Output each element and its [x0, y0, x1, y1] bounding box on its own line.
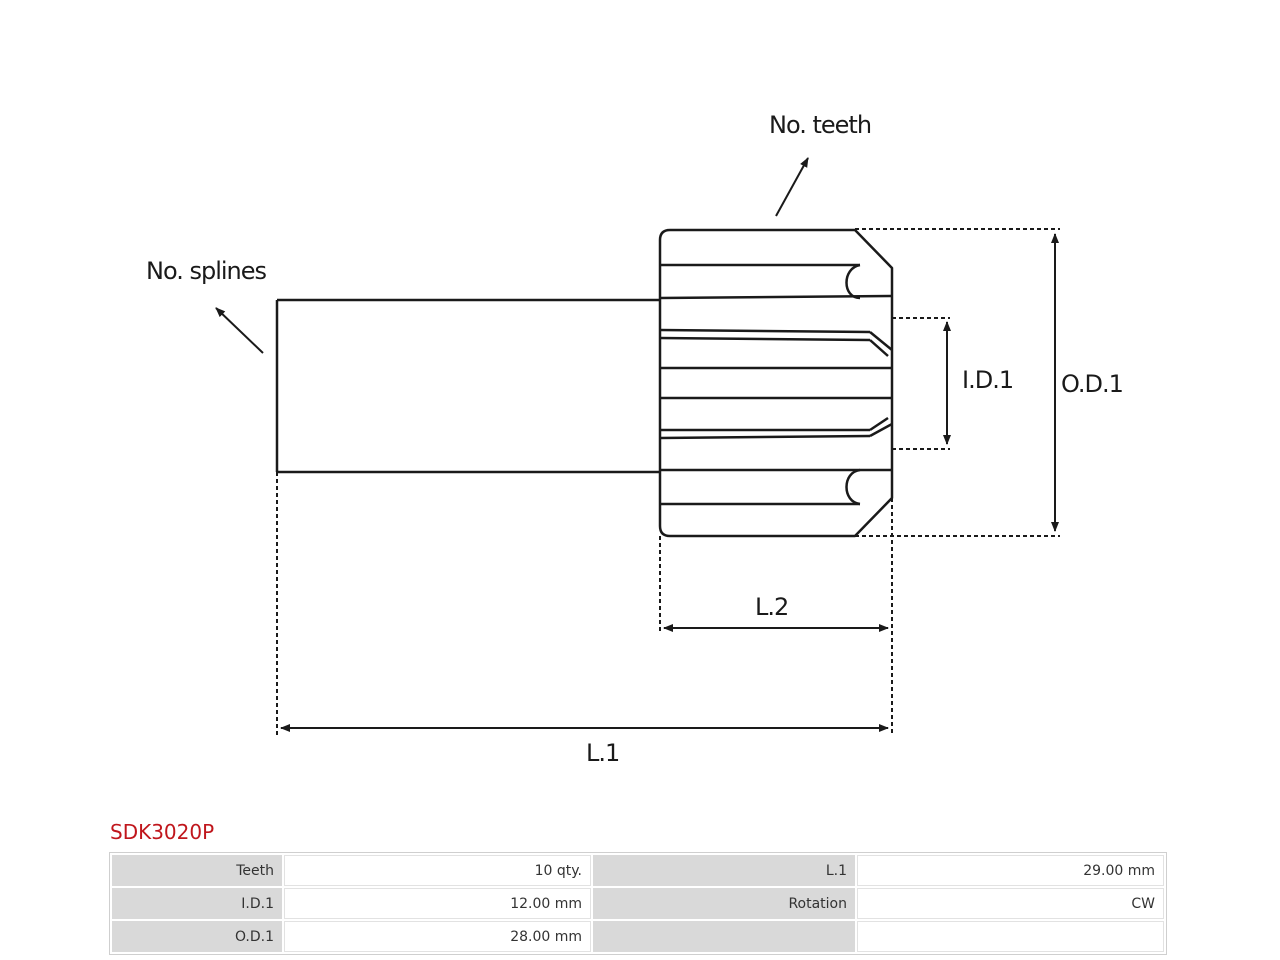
product-code: SDK3020P [110, 820, 215, 844]
table-row: O.D.1 28.00 mm [112, 921, 1164, 952]
spec-label: Teeth [112, 855, 282, 886]
spec-label: L.1 [593, 855, 855, 886]
extension-lines [276, 228, 1060, 736]
spec-label [593, 921, 855, 952]
teeth-pointer-arrow [775, 157, 809, 217]
no-splines-label: No. splines [146, 257, 267, 285]
specification-table: Teeth 10 qty. L.1 29.00 mm I.D.1 12.00 m… [109, 852, 1167, 955]
od1-label: O.D.1 [1061, 370, 1123, 398]
id1-label: I.D.1 [962, 366, 1013, 394]
spec-value: 28.00 mm [284, 921, 591, 952]
spec-label: O.D.1 [112, 921, 282, 952]
spec-value: 12.00 mm [284, 888, 591, 919]
spec-value: 10 qty. [284, 855, 591, 886]
spec-label: I.D.1 [112, 888, 282, 919]
l1-label: L.1 [586, 739, 619, 767]
table-row: I.D.1 12.00 mm Rotation CW [112, 888, 1164, 919]
no-teeth-label: No. teeth [769, 111, 871, 139]
spec-value: CW [857, 888, 1164, 919]
l2-label: L.2 [755, 593, 788, 621]
spec-value: 29.00 mm [857, 855, 1164, 886]
spec-label: Rotation [593, 888, 855, 919]
splines-pointer-arrow [215, 307, 264, 354]
table-row: Teeth 10 qty. L.1 29.00 mm [112, 855, 1164, 886]
spec-value [857, 921, 1164, 952]
pinion-technical-drawing: No. teeth No. splines I.D.1 O.D.1 L.2 L.… [146, 111, 1124, 767]
dimension-arrows [215, 157, 1059, 732]
gear-head [658, 228, 894, 538]
shaft [275, 298, 660, 474]
